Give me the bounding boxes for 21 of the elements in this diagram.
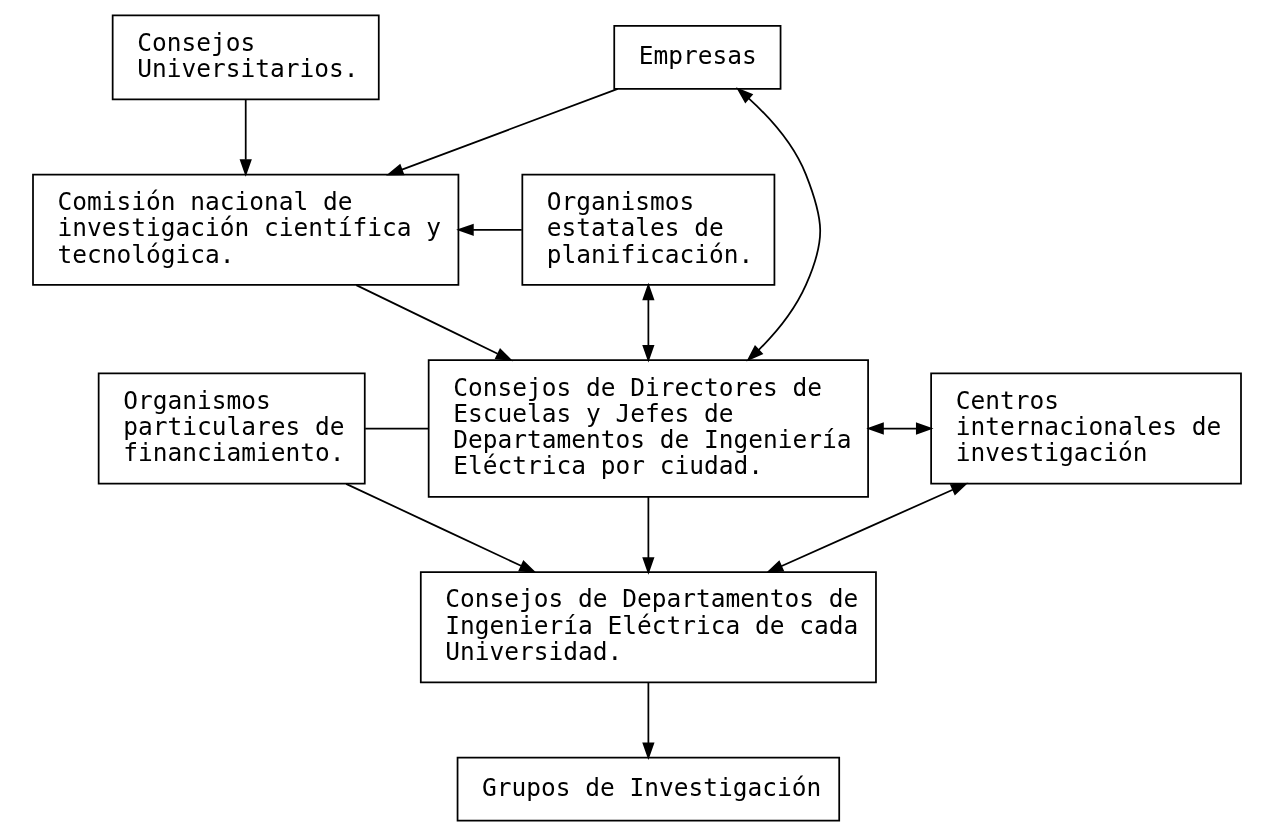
node-box: Empresas xyxy=(613,24,782,90)
arrow xyxy=(642,681,655,761)
arrow xyxy=(386,88,619,176)
node-box: Organismos estatales de planificación. xyxy=(521,173,776,286)
node-box: Consejos de Directores de Escuelas y Jefes de Departamentos de Ingeniería Eléctrica por ciudad. xyxy=(427,359,869,498)
arrow xyxy=(736,87,822,362)
arrow xyxy=(642,496,655,575)
arrow xyxy=(239,99,252,177)
node-box: Comisión nacional de investigación científica y tecnológica. xyxy=(32,173,460,286)
node-box: Organismos particulares de financiamiento. xyxy=(97,372,366,485)
connector xyxy=(364,427,430,430)
arrow xyxy=(765,482,969,574)
node-box: Grupos de Investigación xyxy=(456,756,841,822)
arrow xyxy=(642,282,655,363)
arrow xyxy=(866,422,934,435)
arrow xyxy=(456,223,523,236)
node-box: Centros internacionales de investigación xyxy=(930,372,1242,485)
arrow xyxy=(355,284,514,362)
node-box: Consejos de Departamentos de Ingeniería Eléctrica de cada Universidad. xyxy=(419,571,877,684)
node-box: Consejos Universitarios. xyxy=(111,14,380,101)
arrow xyxy=(345,483,537,574)
